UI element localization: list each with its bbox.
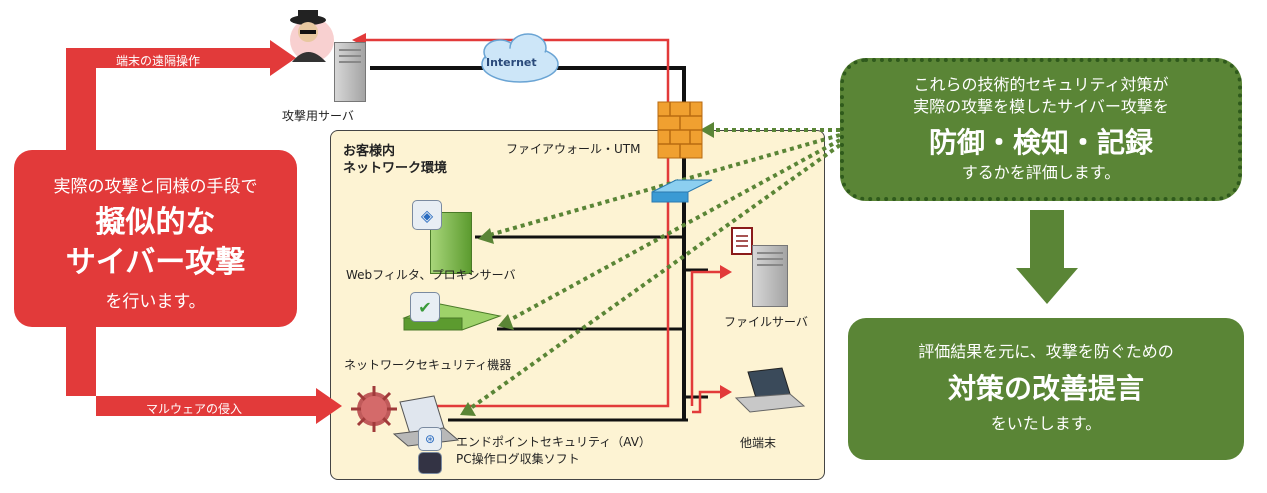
log-badge-icon [418,452,442,474]
av-badge-icon: ⊛ [418,427,442,451]
improvement-callout: 評価結果を元に、攻撃を防ぐための 対策の改善提言 をいたします。 [848,318,1244,460]
document-icon [731,227,753,255]
improvement-arrow [1016,210,1078,304]
attacker-server-label: 攻撃用サーバ [282,109,354,123]
evaluation-callout: これらの技術的セキュリティ対策が 実際の攻撃を模したサイバー攻撃を 防御・検知・… [840,58,1242,201]
file-server-icon [752,245,788,307]
other-terminal-label: 他端末 [740,436,777,450]
malware-virus-icon [351,386,397,432]
attack-arrowhead-terminal [720,385,732,399]
network-switch-icon [651,179,713,203]
security-badge-icon: ✔ [410,292,440,322]
web-filter-badge-icon: ◈ [412,200,442,230]
attack-path-terminal [692,390,722,414]
evaluation-arrows [466,128,842,412]
attack-callout: 実際の攻撃と同様の手段で 擬似的な サイバー攻撃 を行います。 [14,150,297,327]
firewall-icon [657,101,703,159]
malware-label: マルウェアの侵入 [146,402,243,416]
internet-label: Internet [486,56,537,69]
network-backbone [370,66,686,420]
firewall-label: ファイアウォール・UTM [506,142,641,156]
remote-op-label: 端末の遠隔操作 [116,54,201,68]
endpoint-label: エンドポイントセキュリティ（AV） PC操作ログ収集ソフト [456,435,651,466]
hacker-icon [290,10,334,62]
malware-arrow [66,327,342,424]
network-title: お客様内 ネットワーク環境 [343,144,448,176]
laptop-icon [734,367,806,413]
web-filter-label: Webフィルタ、プロキシサーバ [346,268,516,282]
file-server-label: ファイルサーバ [724,315,808,329]
attack-path-main [356,38,670,408]
security-device-label: ネットワークセキュリティ機器 [344,358,512,372]
attack-path-fileserver [690,270,722,406]
internet-cloud-icon [481,33,559,83]
remote-op-arrow [66,40,296,150]
attack-arrowhead-fileserver [720,265,732,279]
attacker-server-icon [334,42,366,102]
